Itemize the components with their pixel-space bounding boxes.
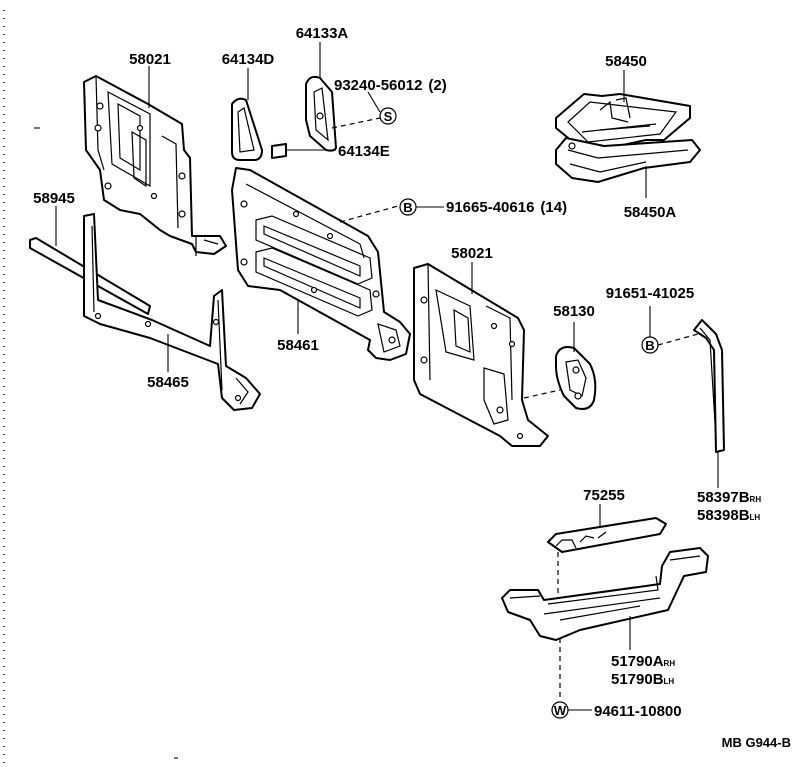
svg-text:B: B — [403, 200, 412, 215]
bar-58397b — [693, 319, 725, 453]
label-58461: 58461 — [277, 337, 319, 354]
bolt-symbol-right: B — [641, 336, 659, 354]
bolt-symbol-upper: B — [399, 198, 417, 216]
label-58450a: 58450A — [624, 204, 677, 221]
label-51790b: 51790BLH — [611, 671, 674, 688]
panel-58461 — [231, 167, 411, 361]
panel-58021-upper — [83, 75, 227, 256]
step-51790 — [501, 547, 709, 641]
label-64134d: 64134D — [222, 51, 275, 68]
label-58397b: 58397BRH — [697, 489, 761, 506]
tray-58450a — [555, 137, 701, 183]
part-58130 — [555, 346, 597, 410]
svg-text:B: B — [645, 338, 654, 353]
washer-symbol: W — [551, 701, 569, 719]
panel-58021-lower — [413, 263, 549, 447]
label-91665: 91665-40616(14) — [446, 199, 567, 216]
label-58945: 58945 — [33, 190, 75, 207]
label-75255: 75255 — [583, 487, 625, 504]
rail-58465 — [83, 213, 261, 411]
part-64134d — [231, 97, 263, 161]
label-58465: 58465 — [147, 374, 189, 391]
label-58021-lower: 58021 — [451, 245, 493, 262]
part-75255 — [547, 517, 667, 553]
label-93240: 93240-56012(2) — [334, 77, 447, 94]
label-58130: 58130 — [553, 303, 595, 320]
label-58450: 58450 — [605, 53, 647, 70]
label-58398b: 58398BLH — [697, 507, 760, 524]
label-94611: 94611-10800 — [594, 703, 682, 720]
svg-text:S: S — [384, 109, 393, 124]
label-64133a: 64133A — [296, 25, 349, 42]
label-51790a: 51790ARH — [611, 653, 675, 670]
label-58021-upper: 58021 — [129, 51, 171, 68]
diagram-id: MB G944-B — [722, 735, 791, 750]
label-64134e: 64134E — [338, 143, 390, 160]
svg-text:W: W — [554, 703, 567, 718]
screw-symbol: S — [379, 107, 397, 125]
part-64134e — [271, 143, 336, 159]
label-91651: 91651-41025 — [606, 285, 694, 302]
part-64133a — [305, 75, 337, 152]
